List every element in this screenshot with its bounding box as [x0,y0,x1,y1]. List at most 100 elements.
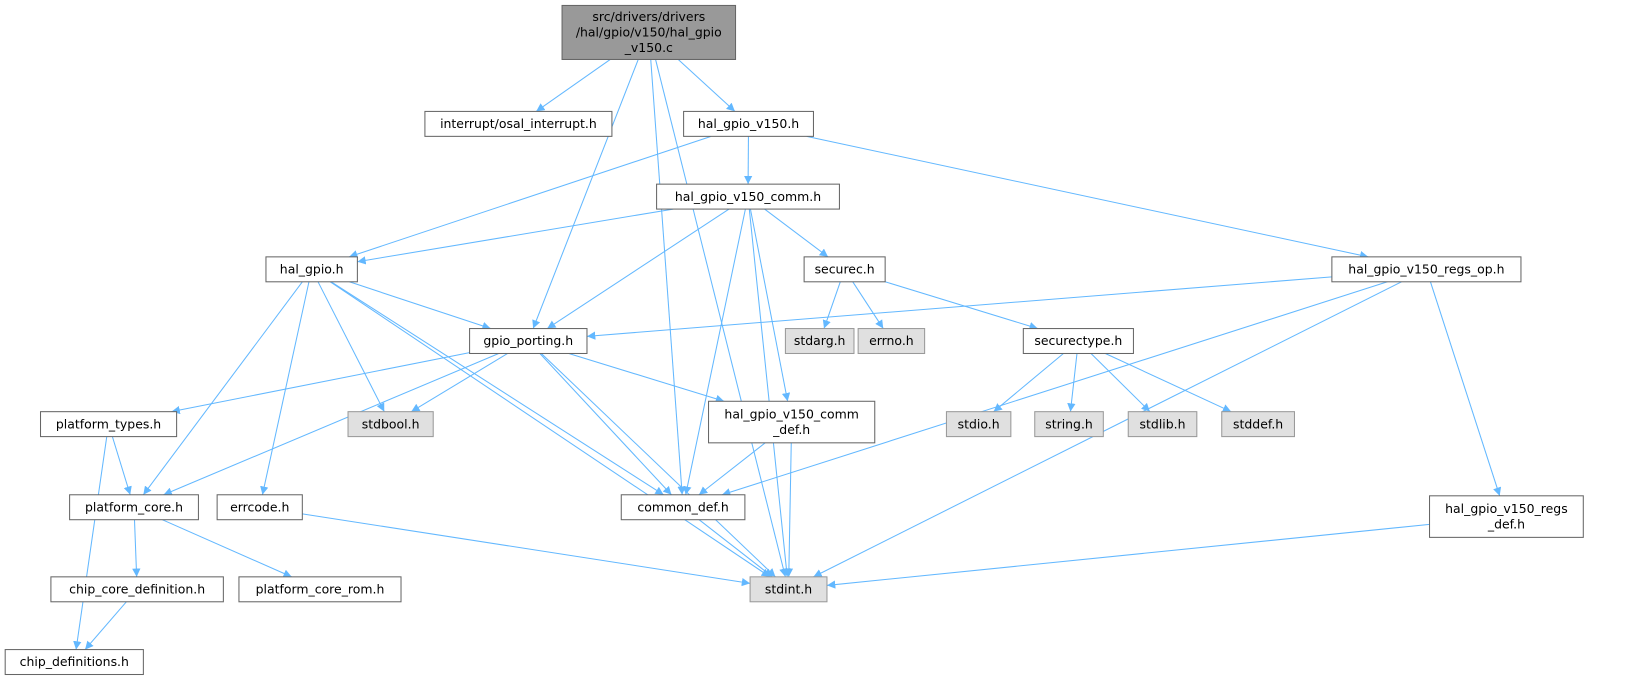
edge-hal_gpio_v150-to-hal_gpio [348,135,712,259]
node-label: hal_gpio_v150_regs_op.h [1348,261,1504,276]
node-label: securec.h [815,261,875,276]
edge-root-to-hal_gpio_v150 [677,59,736,112]
node-box [561,4,737,60]
node-box [945,411,1012,438]
edge-comm-to-comm_def [749,208,791,402]
edge-securetype-to-stdio [993,353,1064,413]
edge-root-to-common_def [650,59,686,495]
node-label: platform_core.h [85,499,183,514]
node-stdio: stdio.h [945,411,1012,438]
node-box [39,411,178,438]
node-label: string.h [1045,416,1093,431]
node-stdlib: stdlib.h [1127,411,1198,438]
edge-root-to-interrupt [535,59,611,112]
node-label: /hal/gpio/v150/hal_gpio [576,25,722,40]
node-box [4,649,144,676]
node-hal_gpio_v150[interactable]: hal_gpio_v150.h [683,110,814,137]
node-platform_core_rom[interactable]: platform_core_rom.h [238,576,402,603]
node-label: _def.h [772,422,810,437]
node-label: _def.h [1487,517,1525,532]
node-label: stdint.h [765,581,812,596]
edge-errcode-to-stdint [302,513,751,587]
node-label: chip_core_definition.h [69,581,205,596]
node-hal_gpio[interactable]: hal_gpio.h [265,256,358,283]
node-regs_def[interactable]: hal_gpio_v150_regs_def.h [1429,495,1584,538]
node-interrupt[interactable]: interrupt/osal_interrupt.h [424,110,613,137]
edge-hal_gpio-to-gpio_porting [349,281,491,330]
node-comm_def[interactable]: hal_gpio_v150_comm_def.h [708,400,876,444]
edge-comm_def-to-stdint [784,442,794,577]
edge-platform_types-to-chip_defs [73,436,108,650]
edge-gpio_porting-to-common_def [539,353,672,496]
edge-hal_gpio-to-common_def [330,281,664,496]
node-label: src/drivers/drivers [592,9,705,24]
node-box [708,400,876,444]
node-common_def[interactable]: common_def.h [620,494,746,521]
node-label: stdarg.h [794,333,846,348]
node-box [784,328,855,355]
node-label: interrupt/osal_interrupt.h [440,116,597,131]
node-label: errno.h [869,333,914,348]
node-box [749,576,828,603]
edge-root-to-gpio_porting [532,59,639,329]
node-box [1221,411,1295,438]
node-label: hal_gpio.h [280,261,344,276]
node-gpio_porting[interactable]: gpio_porting.h [469,328,588,355]
edge-comm-to-stdint [748,209,791,577]
node-stddef: stddef.h [1221,411,1295,438]
node-errcode[interactable]: errcode.h [216,494,303,521]
node-label: hal_gpio_v150_comm [724,406,858,421]
node-securec[interactable]: securec.h [803,256,886,283]
node-chip_core_def[interactable]: chip_core_definition.h [50,576,224,603]
edge-regs_op-to-gpio_porting [586,276,1332,340]
node-label: platform_core_rom.h [256,581,385,596]
node-label: gpio_porting.h [483,333,573,348]
nodes-layer: src/drivers/drivers/hal/gpio/v150/hal_gp… [4,4,1584,676]
node-label: errcode.h [230,499,289,514]
node-box [1022,328,1134,355]
node-label: platform_types.h [56,416,161,431]
node-label: stdio.h [958,416,1000,431]
node-label: hal_gpio_v150.h [698,116,799,131]
node-stdarg: stdarg.h [784,328,855,355]
edge-gpio_porting-to-stdbool [411,353,508,413]
edge-root-to-stdint [655,59,788,577]
node-securetype[interactable]: securectype.h [1022,328,1134,355]
node-box [469,328,588,355]
node-comm[interactable]: hal_gpio_v150_comm.h [656,183,840,210]
node-box [1127,411,1198,438]
node-label: chip_definitions.h [20,654,129,669]
node-regs_op[interactable]: hal_gpio_v150_regs_op.h [1331,256,1522,283]
edge-comm-to-common_def [683,208,746,495]
node-box [50,576,224,603]
node-stdbool: stdbool.h [347,411,434,438]
node-label: stdlib.h [1140,416,1186,431]
node-label: stddef.h [1233,416,1283,431]
node-label: common_def.h [637,499,728,514]
node-chip_defs[interactable]: chip_definitions.h [4,649,144,676]
edge-chip_core_def-to-chip_defs [84,601,127,650]
edge-comm-to-gpio_porting [546,208,730,329]
node-box [1429,495,1584,538]
node-root: src/drivers/drivers/hal/gpio/v150/hal_gp… [561,4,737,60]
node-stdint: stdint.h [749,576,828,603]
node-box [620,494,746,521]
edge-regs_op-to-regs_def [1429,281,1502,496]
node-string: string.h [1034,411,1104,438]
node-box [216,494,303,521]
edge-comm-to-securec [764,208,829,258]
edges-layer [73,59,1502,650]
edge-hal_gpio-to-platform_core [142,281,303,496]
edge-securec-to-stdarg [822,281,841,329]
node-platform_core[interactable]: platform_core.h [69,494,199,521]
node-errno: errno.h [857,328,926,355]
edge-regs_def-to-stdint [826,523,1430,589]
edge-gpio_porting-to-platform_types [171,352,470,415]
edge-securetype-to-stdlib [1090,353,1151,413]
node-box [803,256,886,283]
edge-comm-to-hal_gpio [357,208,674,265]
edge-hal_gpio_v150-to-regs_op [806,135,1369,260]
node-platform_types[interactable]: platform_types.h [39,411,178,438]
edge-hal_gpio-to-errcode [260,281,310,495]
edge-comm_def-to-common_def [698,442,766,496]
